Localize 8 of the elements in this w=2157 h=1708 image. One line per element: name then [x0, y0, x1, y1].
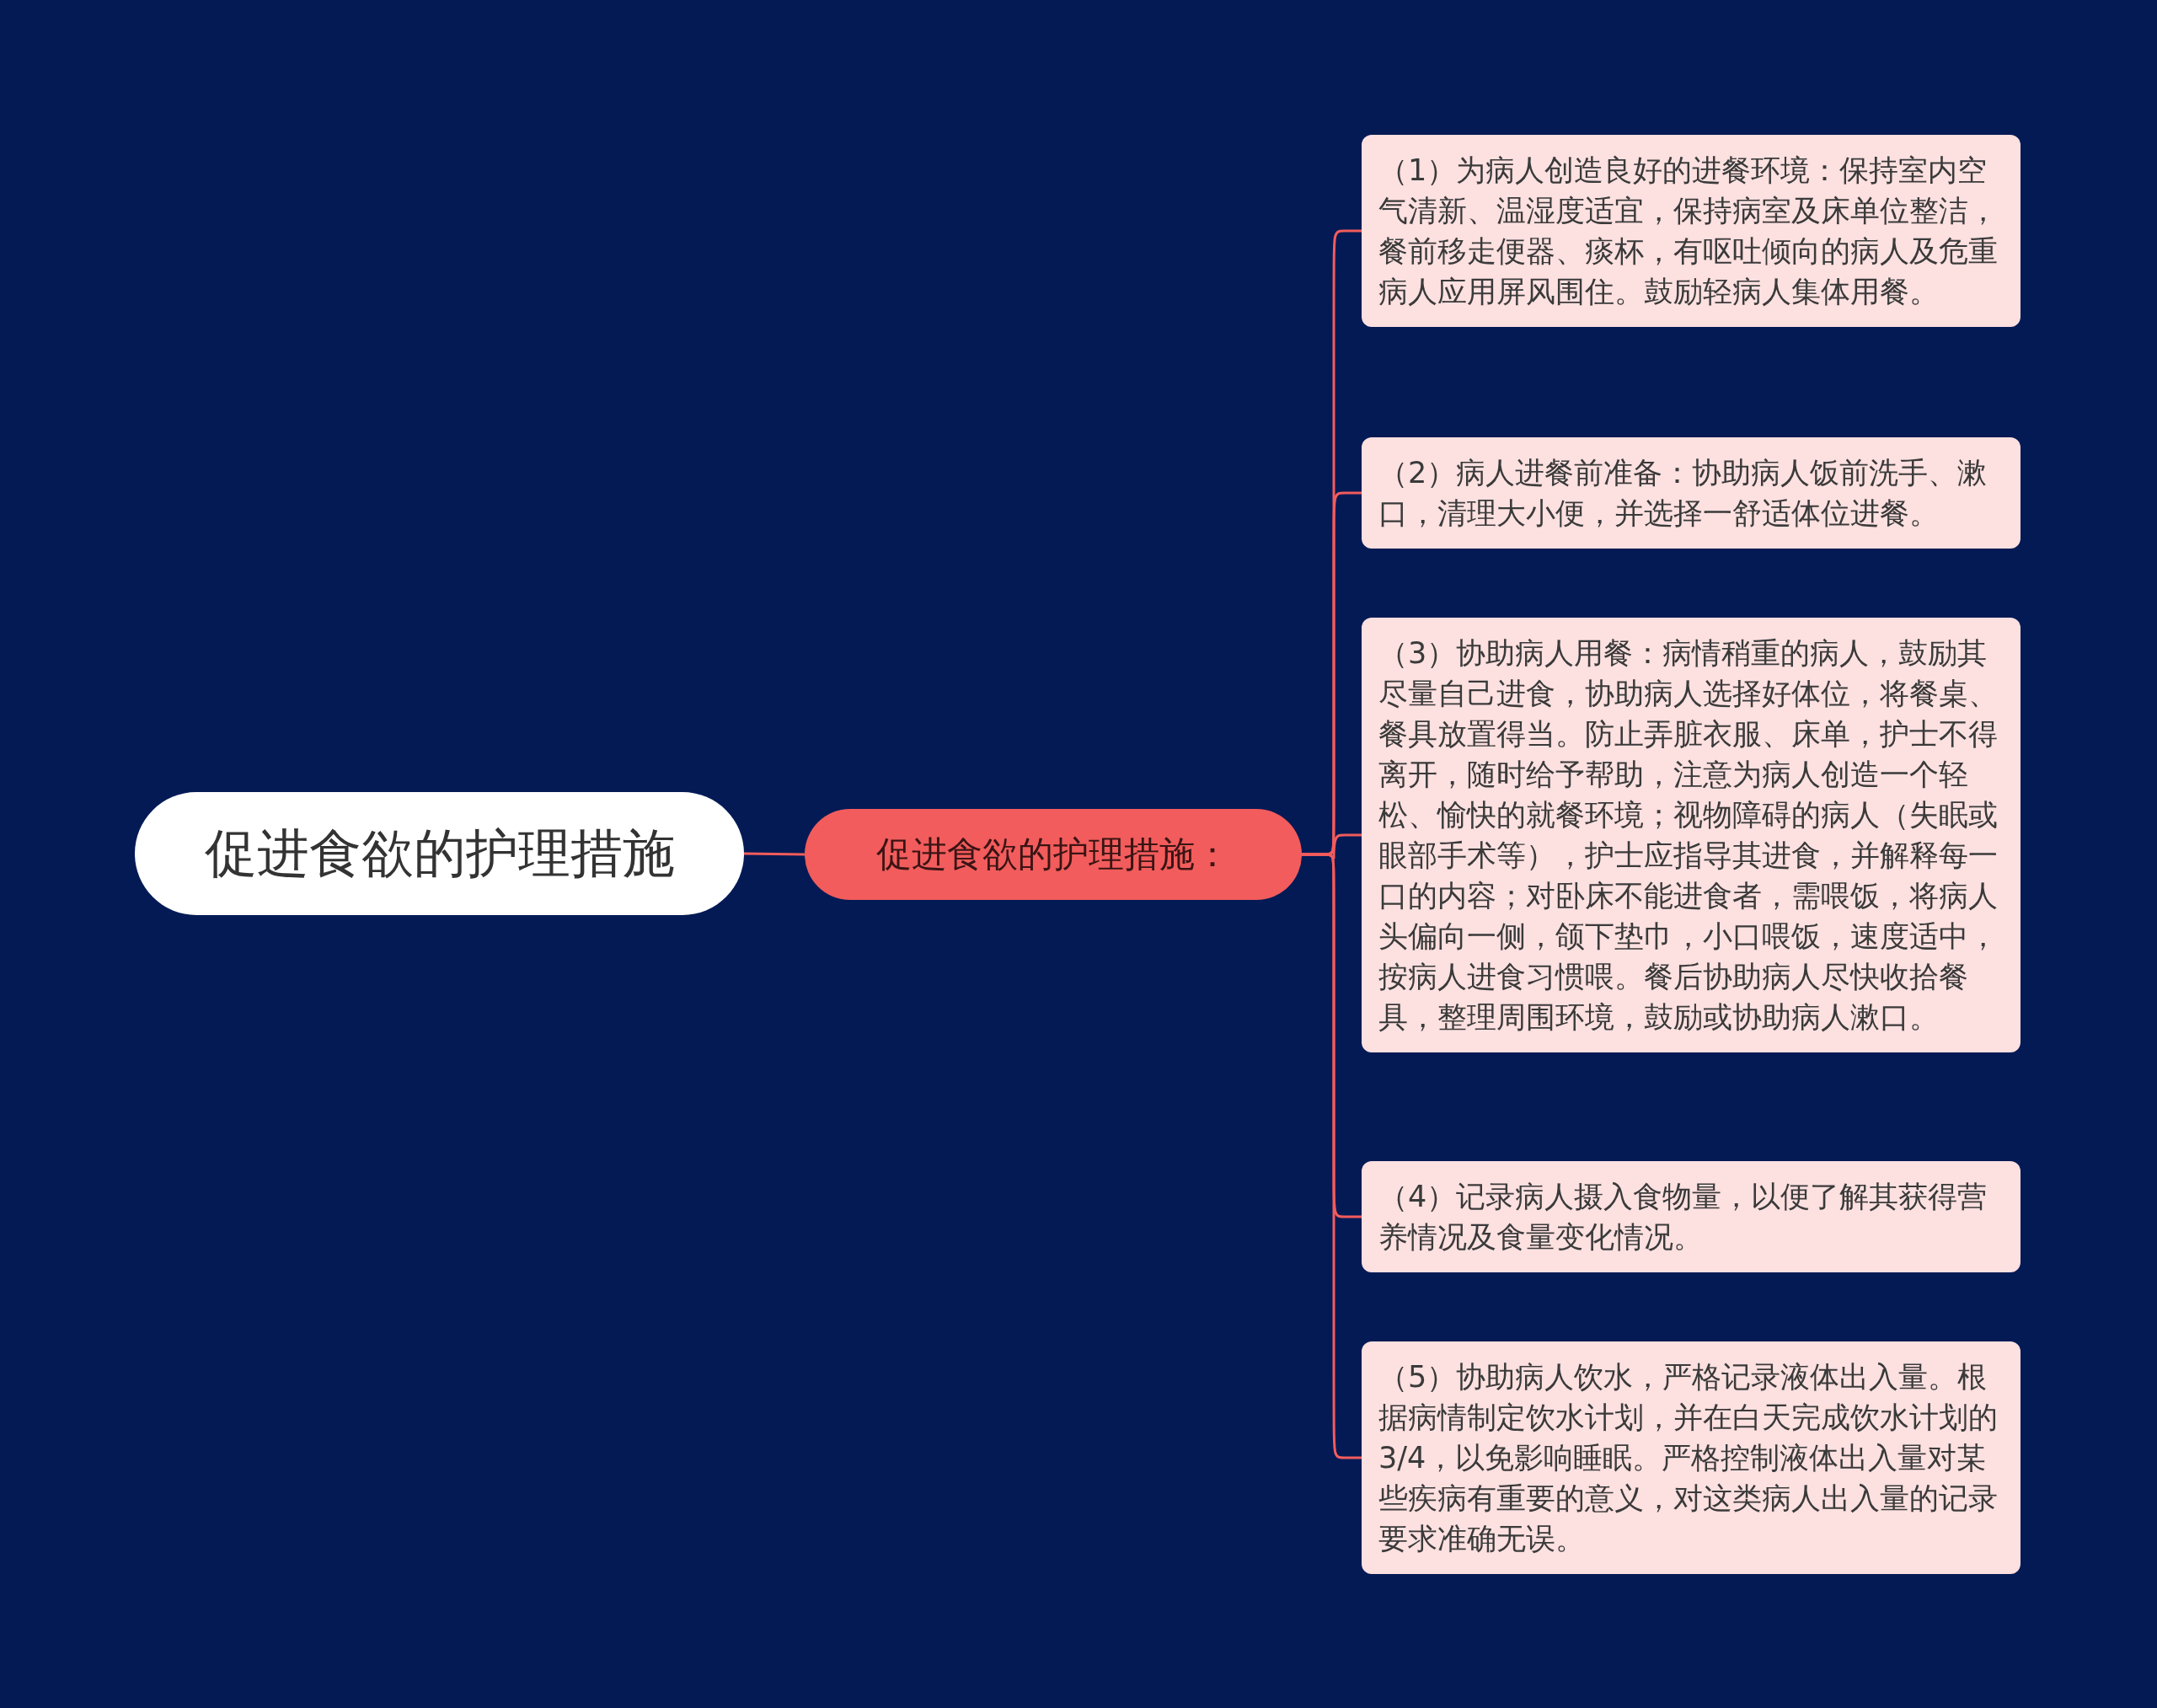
- note-card: （5）协助病人饮水，严格记录液体出入量。根据病情制定饮水计划，并在白天完成饮水计划的3/4，以免影响睡眠。严格控制液体出入量对某些疾病有重要的意义，对这类病人出入量的记录要求准确无误。: [1362, 1341, 2021, 1574]
- root-topic: 促进食欲的护理措施: [135, 792, 744, 915]
- note-card: （3）协助病人用餐：病情稍重的病人，鼓励其尽量自己进食，协助病人选择好体位，将餐桌、餐具放置得当。防止弄脏衣服、床单，护士不得离开，随时给予帮助，注意为病人创造一个轻松、愉快的就餐环境；视物障碍的病人（失眠或眼部手术等），护士应指导其进食，并解释每一口的内容；对卧床不能进食者，需喂饭，将病人头偏向一侧，颌下垫巾，小口喂饭，速度适中，按病人进食习惯喂。餐后协助病人尽快收拾餐具，整理周围环境，鼓励或协助病人漱口。: [1362, 618, 2021, 1052]
- connector-line: [743, 852, 806, 856]
- note-card: （2）病人进餐前准备：协助病人饭前洗手、漱口，清理大小便，并选择一舒适体位进餐。: [1362, 437, 2021, 549]
- branch-topic: 促进食欲的护理措施：: [805, 809, 1302, 900]
- note-card: （4）记录病人摄入食物量，以便了解其获得营养情况及食量变化情况。: [1362, 1161, 2021, 1272]
- note-card: （1）为病人创造良好的进餐环境：保持室内空气清新、温湿度适宜，保持病室及床单位整洁，餐前移走便器、痰杯，有呕吐倾向的病人及危重病人应用屏风围住。鼓励轻病人集体用餐。: [1362, 135, 2021, 327]
